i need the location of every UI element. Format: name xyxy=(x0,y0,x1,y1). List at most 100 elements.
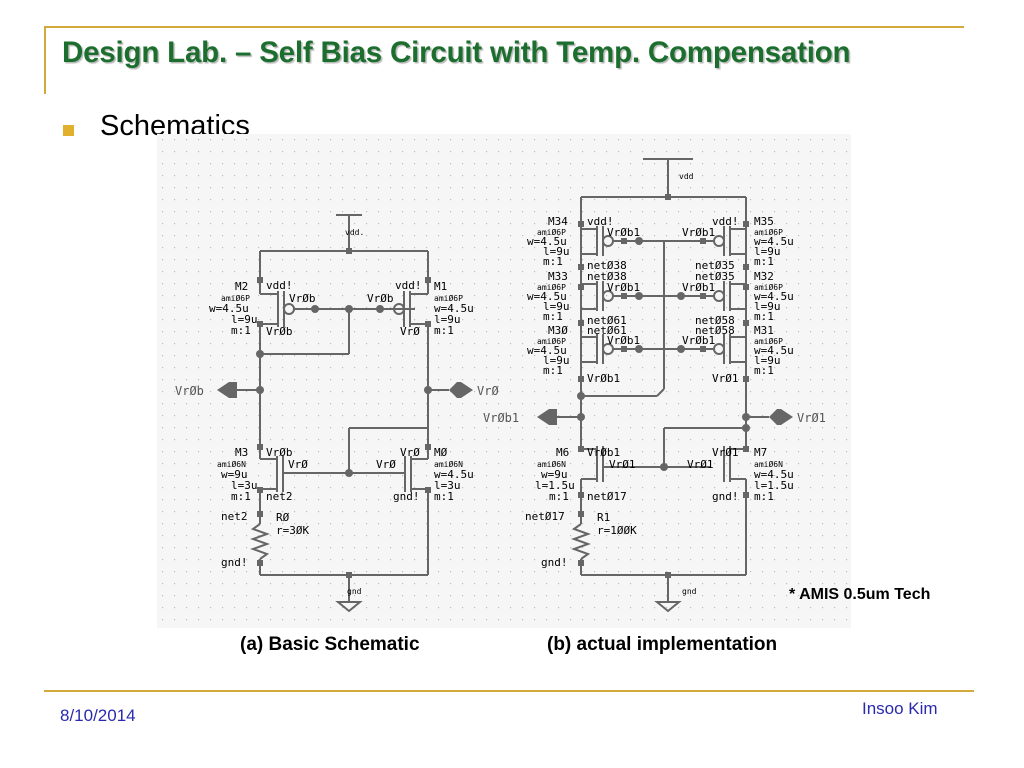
m6-gate: VrØ1 xyxy=(609,458,636,471)
m32-name: M32 xyxy=(754,270,774,283)
m3-m: m:1 xyxy=(231,490,251,503)
m2-drain: VrØb xyxy=(266,325,293,338)
m35-m: m:1 xyxy=(754,255,774,268)
m1-l: l=9u xyxy=(434,313,461,326)
m3-drain: VrØb xyxy=(266,446,293,459)
m31-l: l=9u xyxy=(754,354,781,367)
m1-model: amiØ6P xyxy=(434,293,463,303)
pin-arrow-right-b xyxy=(769,409,793,425)
title-frame xyxy=(44,26,964,94)
m32-w: w=4.5u xyxy=(754,290,794,303)
m30-gate: VrØb1 xyxy=(607,334,640,347)
r0-bottom: gnd! xyxy=(221,556,248,569)
m2-l: l=9u xyxy=(231,313,258,326)
m0-model: amiØ6N xyxy=(434,459,463,469)
m1-source: vdd! xyxy=(395,279,422,292)
m32-source: netØ35 xyxy=(695,270,735,283)
m7-gate: VrØ1 xyxy=(687,458,714,471)
m35-w: w=4.5u xyxy=(754,235,794,248)
m0-m: m:1 xyxy=(434,490,454,503)
r0-name: RØ xyxy=(276,511,290,524)
m7-drain: VrØ1 xyxy=(712,446,739,459)
vdd-label-a: vdd. xyxy=(345,228,364,237)
m31-source: netØ58 xyxy=(695,324,735,337)
m2-gate: VrØb xyxy=(289,292,316,305)
m34-name: M34 xyxy=(548,215,568,228)
m2-w: w=4.5u xyxy=(209,302,249,315)
m31-drain: VrØ1 xyxy=(712,372,739,385)
m0-w: w=4.5u xyxy=(434,468,474,481)
m33-w: w=4.5u xyxy=(527,290,567,303)
pin-label-vr0b1: VrØb1 xyxy=(483,411,519,425)
m7-w: w=4.5u xyxy=(754,468,794,481)
footer-date: 8/10/2014 xyxy=(60,706,136,725)
schematic-a-dots xyxy=(217,248,473,578)
m3-model: amiØ6N xyxy=(217,459,246,469)
schematic-b-dots xyxy=(537,194,793,578)
r0-top: net2 xyxy=(221,510,248,523)
m6-model: amiØ6N xyxy=(537,459,566,469)
schematic-b xyxy=(557,158,769,613)
m1-name: M1 xyxy=(434,280,447,293)
m6-m: m:1 xyxy=(549,490,569,503)
pin-arrow-right xyxy=(449,382,473,398)
m30-m: m:1 xyxy=(543,364,563,377)
bullet-marker xyxy=(63,125,74,136)
caption-actual-implementation: (b) actual implementation xyxy=(547,634,778,655)
m2-m: m:1 xyxy=(231,324,251,337)
m32-model: amiØ6P xyxy=(754,282,783,292)
m6-l: l=1.5u xyxy=(535,479,575,492)
caption-basic-schematic: (a) Basic Schematic xyxy=(240,634,420,655)
schematic-figure: vdd. gnd VrØb VrØ M2 amiØ6P w=4.5u l=9u … xyxy=(157,134,851,628)
m0-name: MØ xyxy=(434,446,448,459)
pin-label-vr01: VrØ1 xyxy=(797,411,826,425)
m34-m: m:1 xyxy=(543,255,563,268)
tech-note: * AMIS 0.5um Tech xyxy=(789,586,931,603)
m33-gate: VrØb1 xyxy=(607,281,640,294)
m2-source: vdd! xyxy=(266,279,293,292)
footer-divider xyxy=(44,690,974,692)
m30-model: amiØ6P xyxy=(537,336,566,346)
pin-arrow-left xyxy=(217,382,237,398)
m33-l: l=9u xyxy=(543,300,570,313)
m33-source: netØ38 xyxy=(587,270,627,283)
footer-author: Insoo Kim xyxy=(862,699,938,718)
m32-drain: netØ58 xyxy=(695,314,735,327)
m6-name: M6 xyxy=(556,446,569,459)
m3-w: w=9u xyxy=(221,468,248,481)
m33-drain: netØ61 xyxy=(587,314,627,327)
m31-name: M31 xyxy=(754,324,774,337)
m34-w: w=4.5u xyxy=(527,235,567,248)
m30-name: M3Ø xyxy=(548,324,568,337)
m30-l: l=9u xyxy=(543,354,570,367)
m7-model: amiØ6N xyxy=(754,459,783,469)
gnd-label-a: gnd xyxy=(347,587,362,596)
m32-l: l=9u xyxy=(754,300,781,313)
m31-model: amiØ6P xyxy=(754,336,783,346)
m1-m: m:1 xyxy=(434,324,454,337)
schematic-a xyxy=(237,214,449,613)
m7-source: gnd! xyxy=(712,490,739,503)
m3-l: l=3u xyxy=(231,479,258,492)
r1-name: R1 xyxy=(597,511,610,524)
m34-source: vdd! xyxy=(587,215,614,228)
m35-l: l=9u xyxy=(754,245,781,258)
m7-l: l=1.5u xyxy=(754,479,794,492)
r1-top: netØ17 xyxy=(525,510,565,523)
m33-name: M33 xyxy=(548,270,568,283)
m34-gate: VrØb1 xyxy=(607,226,640,239)
m33-m: m:1 xyxy=(543,310,563,323)
m3-gate: VrØ xyxy=(288,458,308,471)
m0-l: l=3u xyxy=(434,479,461,492)
m3-source: net2 xyxy=(266,490,293,503)
r1-value: r=1ØØK xyxy=(597,524,637,537)
m31-w: w=4.5u xyxy=(754,344,794,357)
m1-w: w=4.5u xyxy=(434,302,474,315)
m32-gate: VrØb1 xyxy=(682,281,715,294)
m35-name: M35 xyxy=(754,215,774,228)
m2-model: amiØ6P xyxy=(221,293,250,303)
m34-drain: netØ38 xyxy=(587,259,627,272)
m30-w: w=4.5u xyxy=(527,344,567,357)
m7-m: m:1 xyxy=(754,490,774,503)
m35-source: vdd! xyxy=(712,215,739,228)
